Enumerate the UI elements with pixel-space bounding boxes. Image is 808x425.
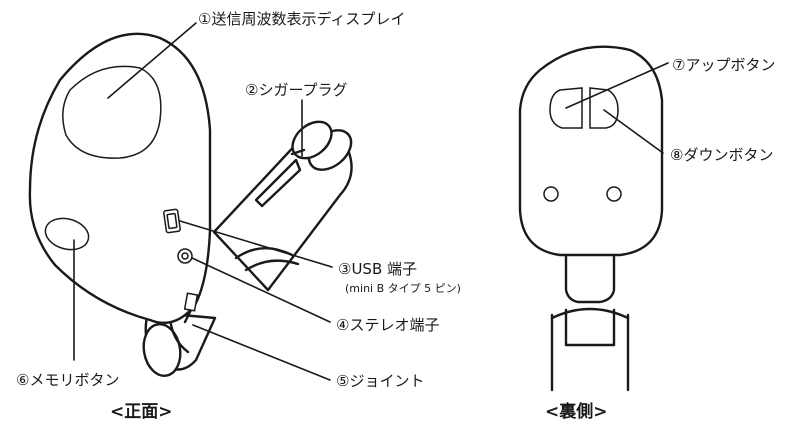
leader-stereo-port	[191, 257, 331, 323]
cigar-plug-drawing	[212, 120, 353, 292]
back-view	[518, 45, 664, 392]
leader-down-button	[603, 109, 664, 154]
leader-up-button	[565, 62, 669, 109]
screw-hole-right	[606, 186, 622, 202]
label-memory-button: ⑥メモリボタン	[16, 371, 119, 389]
down-button[interactable]	[589, 87, 619, 129]
back-body	[518, 45, 664, 257]
label-cigar-plug: ②シガープラグ	[245, 81, 348, 99]
front-view	[28, 32, 353, 377]
labels: ①送信周波数表示ディスプレイ ②シガープラグ ③USB 端子 (mini B タ…	[16, 10, 775, 422]
usb-port	[163, 208, 181, 234]
front-caption: <正面>	[110, 402, 173, 422]
label-up-button: ⑦アップボタン	[672, 56, 775, 74]
memory-button[interactable]	[42, 214, 92, 254]
leader-usb-port	[179, 220, 333, 268]
label-joint: ⑤ジョイント	[336, 372, 424, 390]
label-down-button: ⑧ダウンボタン	[670, 146, 773, 164]
label-usb-port-note: (mini B タイプ 5 ピン)	[345, 282, 461, 295]
screw-hole-left	[543, 186, 559, 202]
leader-lines	[73, 22, 669, 381]
label-stereo-port: ④ステレオ端子	[336, 316, 439, 334]
leader-joint	[192, 324, 331, 381]
display-window	[62, 65, 162, 159]
stereo-port	[177, 248, 193, 264]
leader-display	[107, 22, 197, 99]
back-stem	[550, 246, 630, 392]
label-usb-port: ③USB 端子	[338, 260, 417, 278]
joint-tab	[183, 292, 199, 312]
label-display: ①送信周波数表示ディスプレイ	[198, 10, 405, 28]
back-caption: <裏側>	[545, 401, 608, 422]
